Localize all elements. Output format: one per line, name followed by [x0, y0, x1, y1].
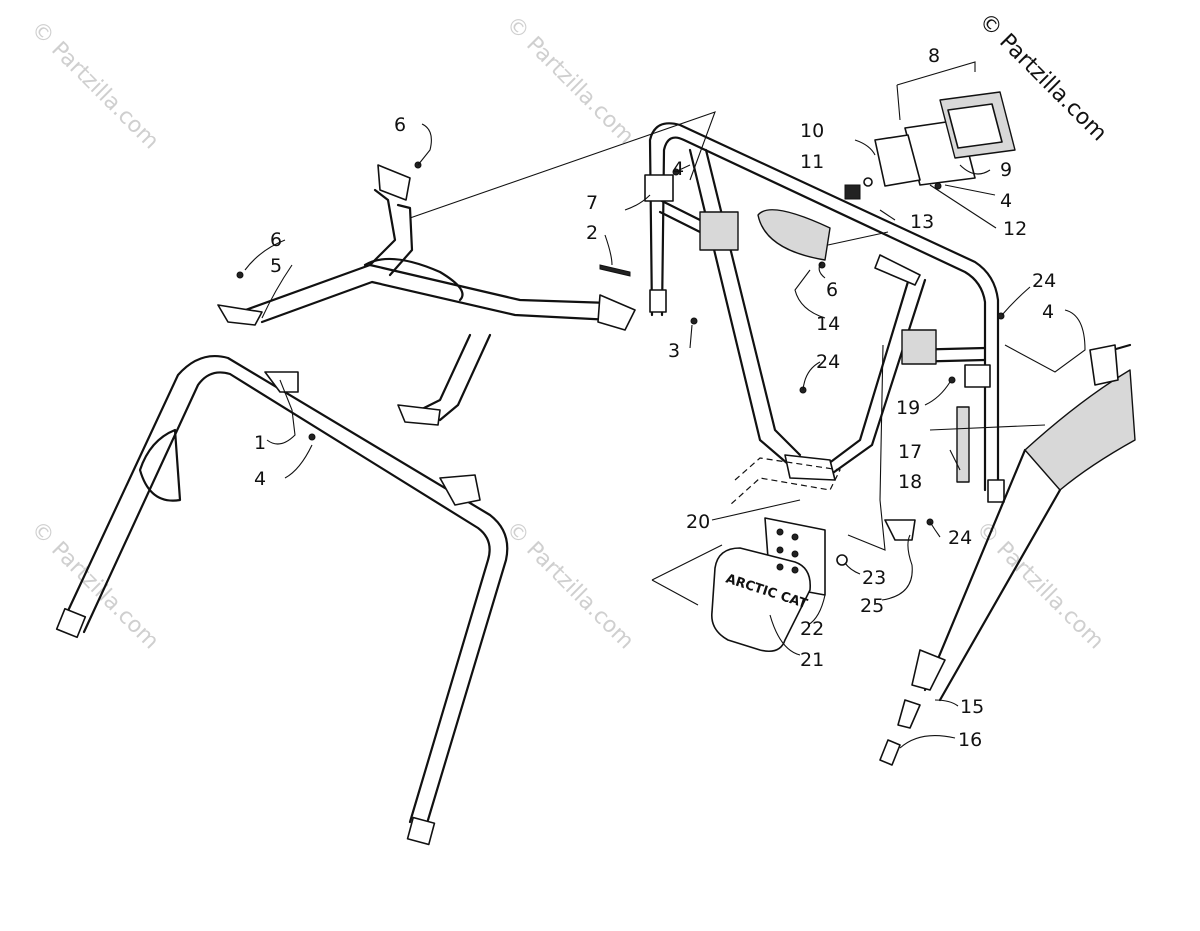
rear-roll-cage: [644, 122, 1005, 506]
taillight-assembly: [844, 91, 1016, 200]
callout-6: 6: [394, 114, 406, 136]
callout-labels: 6 6 5 1 4 4 7 2 3 8 10 11 9 4 12 13 6 14…: [254, 45, 1056, 751]
callout-15: 15: [960, 696, 984, 718]
callout-10: 10: [800, 120, 824, 142]
callout-17: 17: [898, 441, 922, 463]
callout-14: 14: [816, 313, 840, 335]
clamp-bracket: [699, 211, 739, 251]
callout-16: 16: [958, 729, 982, 751]
front-upper-bar: [217, 164, 636, 426]
callout-11: 11: [800, 151, 824, 173]
callout-3: 3: [668, 340, 680, 362]
watermark: © Partzilla.com: [26, 17, 164, 155]
callout-21: 21: [800, 649, 824, 671]
watermark: © Partzilla.com: [971, 517, 1109, 655]
callout-12: 12: [1003, 218, 1027, 240]
front-roll-bar: [55, 354, 509, 846]
callout-2: 2: [586, 222, 598, 244]
watermark: © Partzilla.com: [501, 12, 639, 150]
clamp-bracket: [644, 174, 674, 202]
callout-13: 13: [910, 211, 934, 233]
callout-6: 6: [270, 229, 282, 251]
callout-23: 23: [862, 567, 886, 589]
callout-8: 8: [928, 45, 940, 67]
clamp-bracket: [901, 329, 937, 365]
side-net: [879, 343, 1136, 766]
callout-6: 6: [826, 279, 838, 301]
callout-1: 1: [254, 432, 266, 454]
callout-20: 20: [686, 511, 710, 533]
callout-5: 5: [270, 255, 282, 277]
callout-24: 24: [948, 527, 972, 549]
watermark: © Partzilla.com: [501, 517, 639, 655]
callout-4: 4: [1042, 301, 1054, 323]
logo-plate-assembly: ARCTIC CAT: [711, 517, 916, 653]
callout-24: 24: [816, 351, 840, 373]
callout-9: 9: [1000, 159, 1012, 181]
callout-4: 4: [672, 158, 684, 180]
leader-lines: [244, 61, 1086, 749]
callout-24: 24: [1032, 270, 1056, 292]
fasteners: [236, 161, 1005, 526]
callout-25: 25: [860, 595, 884, 617]
callout-4: 4: [1000, 190, 1012, 212]
watermark: © Partzilla.com: [26, 517, 164, 655]
callout-7: 7: [586, 192, 598, 214]
callout-4: 4: [254, 468, 266, 490]
callout-19: 19: [896, 397, 920, 419]
callout-22: 22: [800, 618, 824, 640]
callout-18: 18: [898, 471, 922, 493]
strap: [956, 406, 970, 483]
